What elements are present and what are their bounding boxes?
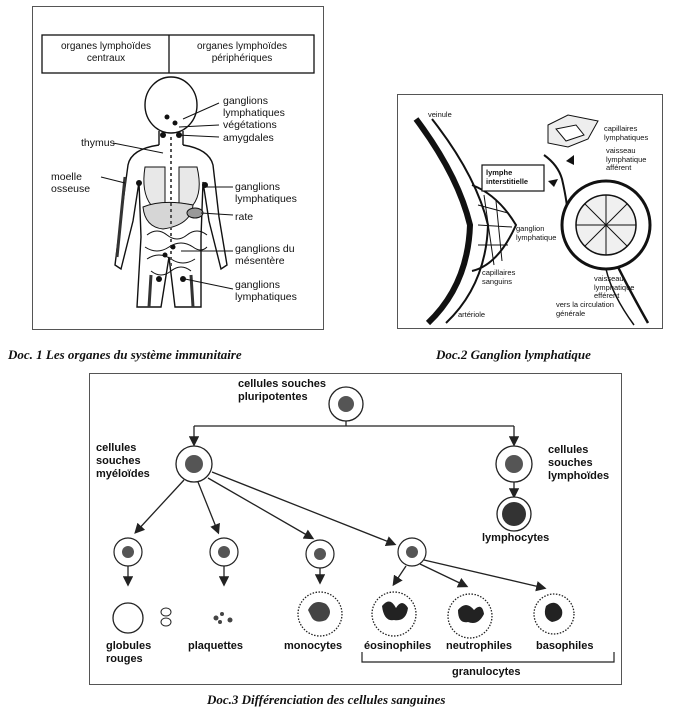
- label-monocytes: monocytes: [284, 640, 343, 652]
- label-capillaires-lymphatiques: capillaires lymphatiques: [604, 124, 649, 142]
- header-central-organs: organes lymphoïdes centraux: [60, 41, 152, 64]
- label-ganglions-mid: ganglions lymphatiques: [235, 181, 297, 205]
- label-lymphe-interstitielle: lymphe interstitielle: [486, 168, 529, 186]
- label-vegetations: végétations: [223, 119, 277, 131]
- header-peripheral-organs: organes lymphoïdes périphériques: [196, 41, 288, 64]
- body-organs-illustration: [41, 34, 315, 308]
- label-ganglion-lymphatique: ganglion lymphatique: [516, 224, 557, 242]
- label-amygdales: amygdales: [223, 132, 274, 144]
- doc3-caption: Doc.3 Différenciation des cellules sangu…: [207, 692, 446, 707]
- label-ganglions-bottom: ganglions lymphatiques: [235, 279, 297, 303]
- label-arteriole: artériole: [458, 310, 486, 319]
- label-globules-rouges: globules rouges: [106, 640, 152, 665]
- doc2-panel: veinule lymphe interstitielle capillaire…: [397, 94, 663, 329]
- label-neutrophiles: neutrophiles: [446, 640, 513, 652]
- label-cellules-lymphoides: cellules souches lymphoïdes: [548, 444, 610, 482]
- label-ganglions-top: ganglions lymphatiques: [223, 95, 285, 119]
- label-ganglions-mesentere: ganglions du mésentère: [235, 243, 295, 267]
- label-basophiles: basophiles: [536, 640, 594, 652]
- label-plaquettes: plaquettes: [188, 640, 244, 652]
- label-capillaires-sanguins: capillaires sanguins: [482, 268, 516, 286]
- label-lymphocytes: lymphocytes: [482, 532, 550, 544]
- label-cellules-pluripotentes: cellules souches pluripotentes: [238, 378, 327, 403]
- label-eosinophiles: éosinophiles: [364, 640, 432, 652]
- doc2-caption: Doc.2 Ganglion lymphatique: [436, 347, 591, 362]
- label-cellules-myeloides: cellules souches myéloïdes: [96, 442, 150, 480]
- label-moelle: moelle osseuse: [51, 171, 91, 195]
- label-vaisseau-efferent: vaisseau lymphatique efférent: [594, 274, 635, 300]
- cell-differentiation-diagram: [112, 386, 615, 663]
- doc1-panel: organes lymphoïdes centraux organes lymp…: [32, 6, 324, 330]
- doc1-caption: Doc. 1 Les organes du système immunitair…: [8, 347, 242, 362]
- lymph-node-illustration: [413, 114, 652, 326]
- label-granulocytes: granulocytes: [452, 666, 521, 678]
- label-vaisseau-afferent: vaisseau lymphatique afférent: [606, 146, 647, 172]
- label-rate: rate: [235, 211, 254, 223]
- label-thymus: thymus: [81, 137, 115, 149]
- label-veinule: veinule: [428, 110, 452, 119]
- doc3-panel: cellules souches pluripotentes cellules …: [89, 373, 622, 685]
- label-circulation-generale: vers la circulation générale: [556, 300, 614, 318]
